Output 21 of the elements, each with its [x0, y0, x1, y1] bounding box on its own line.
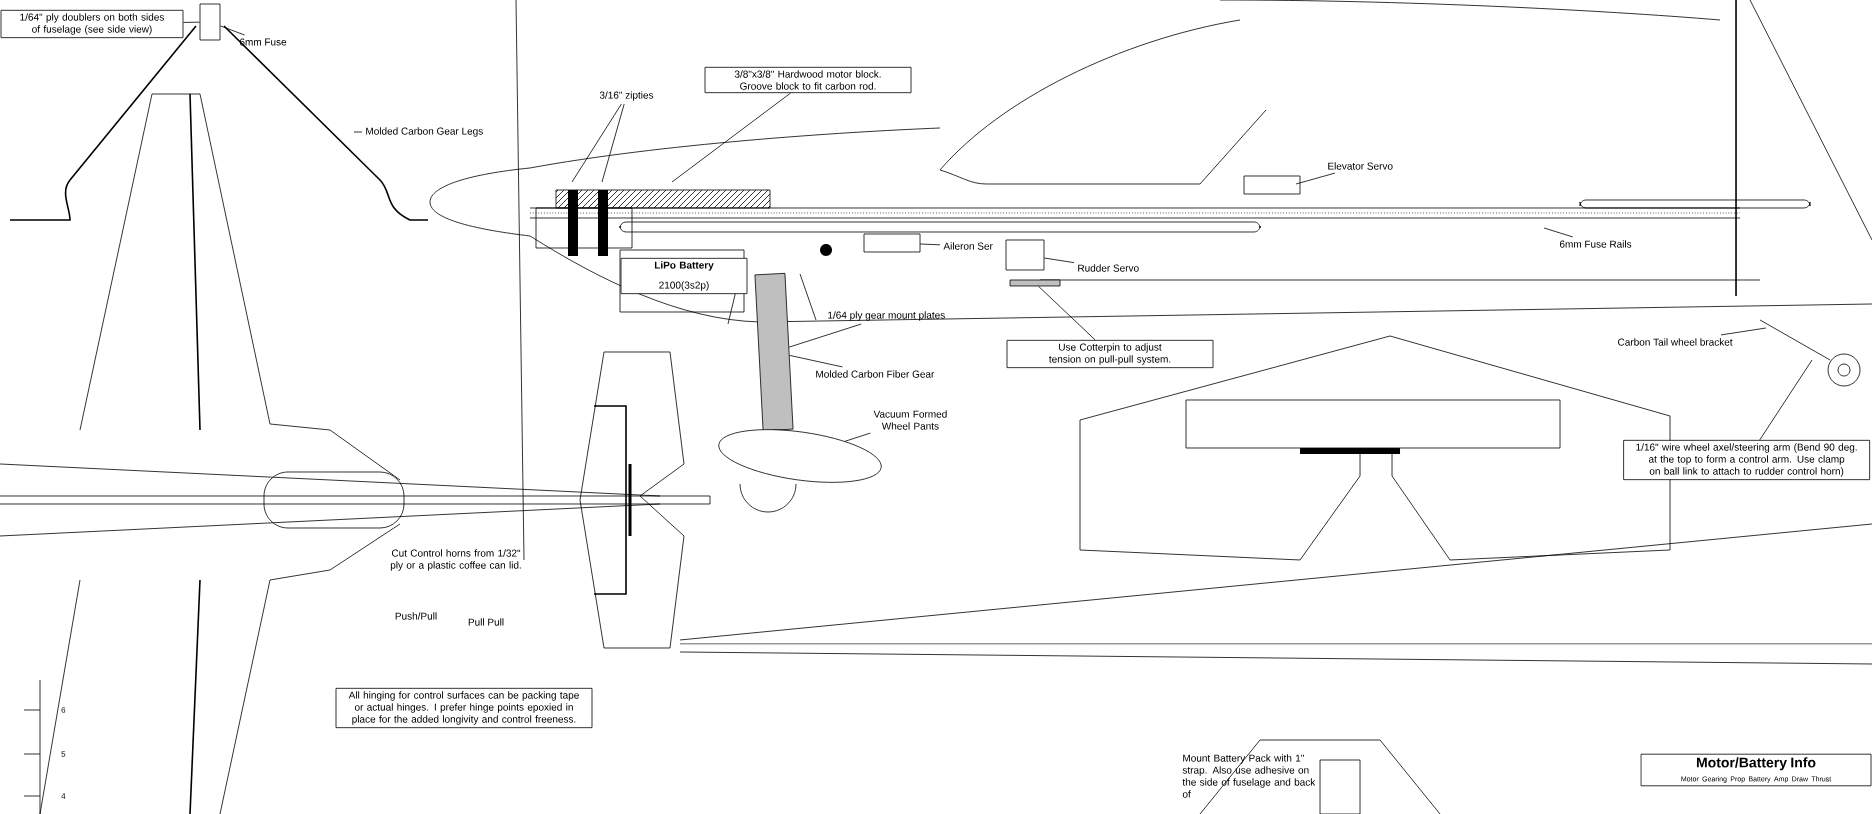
bar-part	[1009, 279, 1061, 287]
leader-line	[353, 131, 363, 133]
wheel-pant-drawing	[718, 429, 882, 483]
leader-line	[1720, 327, 1767, 336]
leader-line	[844, 432, 871, 442]
leader-line	[183, 21, 200, 23]
leader-line	[789, 355, 843, 368]
bar-part	[754, 272, 794, 432]
leader-line	[1543, 227, 1574, 238]
leader-line	[671, 92, 791, 183]
box-outline	[199, 3, 221, 41]
leader-line	[220, 25, 246, 36]
leader-line	[1044, 257, 1075, 264]
box-outline	[1005, 239, 1045, 271]
leader-line	[788, 323, 862, 348]
leader-line	[1759, 359, 1813, 441]
leader-line	[1295, 172, 1336, 185]
leader-line	[919, 243, 941, 246]
leader-line	[601, 103, 625, 183]
leader-line	[571, 103, 622, 183]
leader-line	[1038, 286, 1096, 341]
